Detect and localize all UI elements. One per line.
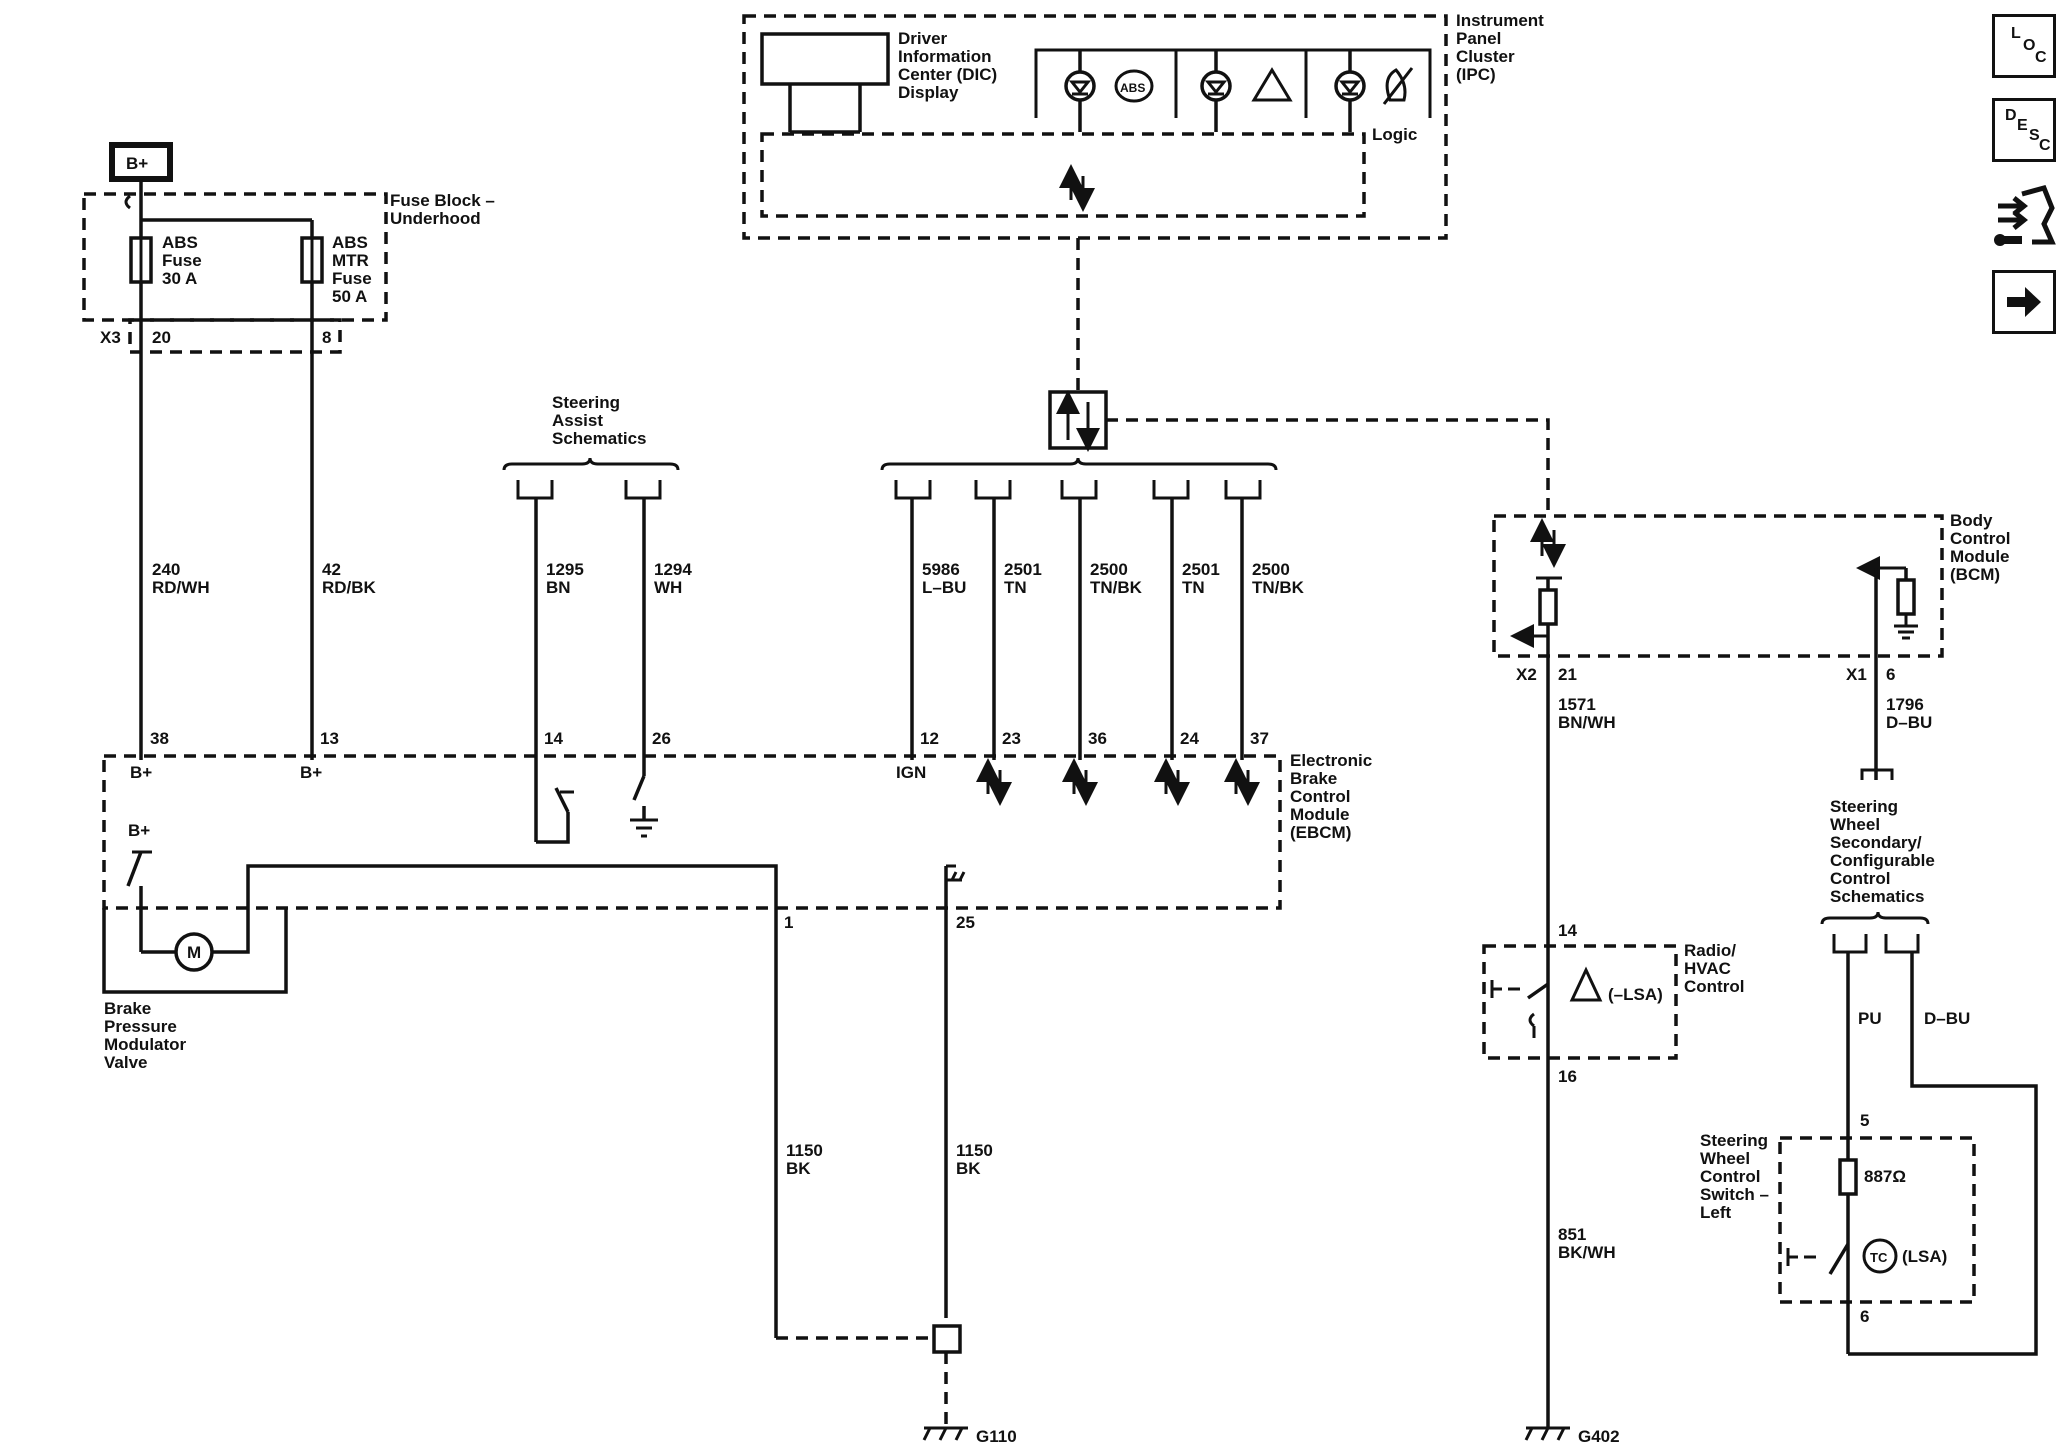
ebcm-pin-13: 13 (320, 729, 339, 748)
wire-pu-label: PU (1858, 1009, 1882, 1028)
abs-lamp-icon (1064, 70, 1096, 102)
ipc-outline (742, 14, 1448, 240)
ground-g402-label: G402 (1578, 1427, 1620, 1446)
ebcm-pin-26: 26 (652, 729, 671, 748)
fuse-block-label: Fuse Block –Underhood (390, 191, 495, 228)
location-view-button[interactable]: L O C (1992, 14, 2056, 78)
fuse-pin-20: 20 (152, 328, 171, 347)
fuse-pin-8: 8 (322, 328, 331, 347)
ground-g110-label: G110 (976, 1427, 1017, 1446)
ground-g402-icon (1524, 1426, 1570, 1441)
bcm-pin-21: 21 (1558, 665, 1577, 684)
svg-text:ABS: ABS (1120, 81, 1145, 95)
wrench-connector-icon (1994, 185, 2056, 246)
swc-resistor (1838, 1158, 1858, 1196)
logic-label: Logic (1372, 125, 1417, 144)
ebcm-pin-12: 12 (920, 729, 939, 748)
svg-text:M: M (187, 943, 201, 962)
ebcm-bplus-38: B+ (130, 763, 152, 782)
swc-pin-6: 6 (1860, 1307, 1869, 1326)
ebcm-ground-icon (944, 866, 966, 881)
arrow-right-icon (2007, 287, 2041, 317)
radio-pin-16: 16 (1558, 1067, 1577, 1086)
swc-lsa-tag: (LSA) (1902, 1247, 1947, 1266)
serial-data-splice (1048, 390, 1108, 450)
ebcm-pin-23: 23 (1002, 729, 1021, 748)
stabilitrak-lamp-icon (1200, 70, 1232, 102)
ebcm-pin-25: 25 (956, 913, 975, 932)
next-page-button[interactable] (1992, 270, 2056, 334)
ebcm-pin-24: 24 (1180, 729, 1199, 748)
svg-text:TC: TC (1870, 1250, 1888, 1265)
traction-warning-icon (1251, 67, 1293, 102)
connector-repair-button[interactable] (1992, 184, 2056, 254)
description-view-button[interactable]: D E S C (1992, 98, 2056, 162)
fuse-block-outline (82, 192, 388, 322)
ground-g110-icon (922, 1426, 968, 1441)
swc-switch-outline (1778, 1136, 1976, 1304)
radio-pin-14: 14 (1558, 921, 1577, 940)
bcm-x1: X1 (1846, 665, 1867, 684)
abs-warning-icon (1114, 69, 1154, 103)
ebcm-pin-36: 36 (1088, 729, 1107, 748)
traction-button-icon (1569, 966, 1603, 1002)
wire-dbu-label: D–BU (1924, 1009, 1970, 1028)
dic-display-box (760, 32, 890, 86)
ebcm-ign: IGN (896, 763, 926, 782)
bpmv-outline (102, 908, 288, 994)
ground-splice (932, 1324, 962, 1354)
fuse-block-connector: X3 (100, 328, 121, 347)
traction-off-icon (1382, 67, 1414, 105)
bcm-pin-6: 6 (1886, 665, 1895, 684)
ebcm-pin-37: 37 (1250, 729, 1269, 748)
ebcm-bplus-13: B+ (300, 763, 322, 782)
swc-pin-5: 5 (1860, 1111, 1869, 1130)
ground-symbol (630, 818, 658, 838)
ebcm-outline (102, 754, 1282, 910)
traction-control-icon (1862, 1238, 1898, 1274)
swc-resistor-label: 887Ω (1864, 1167, 1906, 1186)
battery-supply-label: B+ (126, 154, 148, 173)
bcm-x2: X2 (1516, 665, 1537, 684)
traction-off-lamp-icon (1334, 70, 1366, 102)
ebcm-pin-1: 1 (784, 913, 793, 932)
radio-lsa-tag: (–LSA) (1608, 985, 1663, 1004)
ebcm-bplus-internal: B+ (128, 821, 150, 840)
ebcm-pin-14: 14 (544, 729, 563, 748)
radio-hvac-outline (1482, 944, 1678, 1060)
ebcm-pin-38: 38 (150, 729, 169, 748)
bcm-outline (1492, 514, 1944, 658)
